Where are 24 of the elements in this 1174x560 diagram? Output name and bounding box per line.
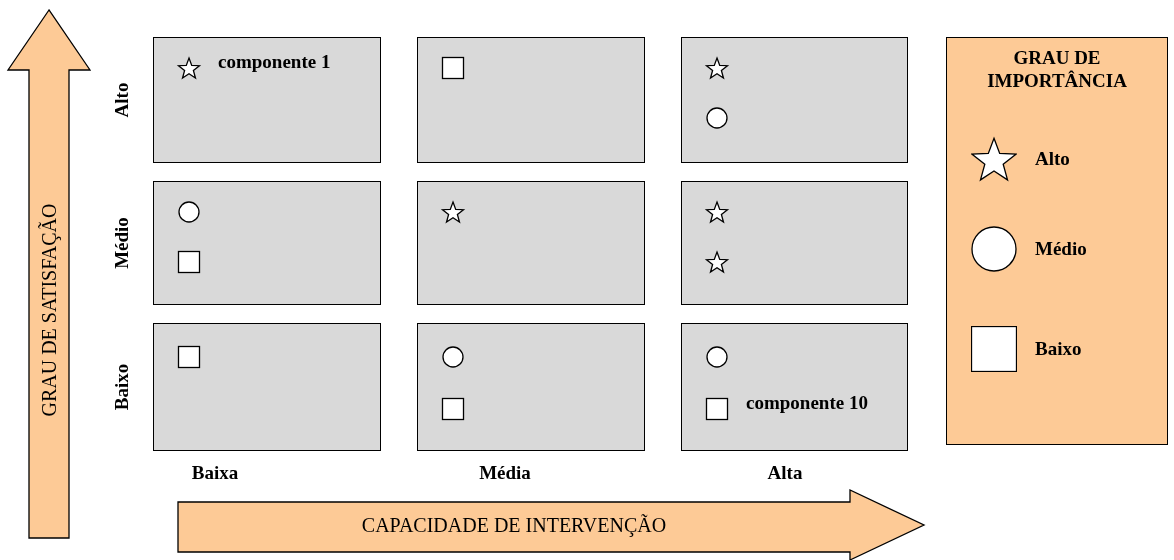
matrix-cell (153, 323, 381, 451)
legend-label: Alto (1035, 148, 1070, 170)
component-label: componente 10 (746, 392, 868, 414)
legend-label: Baixo (1035, 338, 1082, 360)
component-label: componente 1 (218, 51, 331, 73)
row-label: Baixo (111, 363, 133, 411)
column-label: Baixa (191, 462, 239, 484)
matrix-cell (153, 181, 381, 305)
column-label: Alta (767, 462, 803, 484)
legend-label: Médio (1035, 238, 1087, 260)
matrix-cell (417, 37, 645, 163)
matrix-cell (681, 37, 908, 163)
axis-title: GRAU DE SATISFAÇÃO (37, 203, 61, 417)
matrix-cell (417, 323, 645, 451)
row-label: Alto (111, 82, 133, 118)
row-label: Médio (111, 217, 133, 269)
column-label: Média (479, 462, 531, 484)
matrix-cell (417, 181, 645, 305)
axis-title: CAPACIDADE DE INTERVENÇÃO (361, 513, 667, 537)
matrix-cell (681, 181, 908, 305)
legend-panel (946, 37, 1168, 445)
matrix-cell (153, 37, 381, 163)
legend-title: GRAU DE IMPORTÂNCIA (986, 46, 1128, 92)
matrix-cell (681, 323, 908, 451)
